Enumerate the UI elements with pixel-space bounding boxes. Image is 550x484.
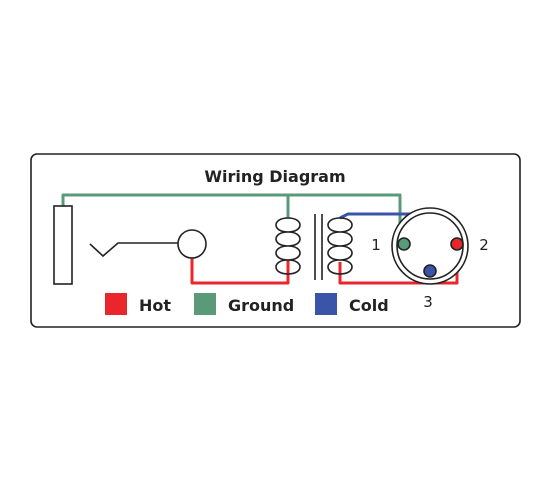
diagram-title: Wiring Diagram <box>204 167 345 186</box>
jack-tip-contact <box>89 242 180 258</box>
secondary-coil-back <box>327 217 341 275</box>
xlr-pin-3 <box>423 264 437 278</box>
pin-label-1: 1 <box>371 236 381 254</box>
legend-label-cold: Cold <box>349 296 389 315</box>
pin-label-2: 2 <box>479 236 489 254</box>
primary-coil-back <box>275 217 289 275</box>
legend-swatch-cold <box>315 293 337 315</box>
jack-sleeve <box>53 205 73 285</box>
legend-label-ground: Ground <box>228 296 294 315</box>
legend: Hot Ground Cold <box>105 293 389 315</box>
xlr-outer-ring <box>391 207 469 285</box>
legend-swatch-hot <box>105 293 127 315</box>
jack-tip-terminal <box>177 229 207 259</box>
transformer <box>275 214 353 280</box>
legend-swatch-ground <box>194 293 216 315</box>
pin-label-3: 3 <box>423 293 433 311</box>
xlr-pin-2 <box>450 237 464 251</box>
xlr-connector <box>391 207 469 285</box>
legend-label-hot: Hot <box>139 296 171 315</box>
xlr-pin-1 <box>397 237 411 251</box>
